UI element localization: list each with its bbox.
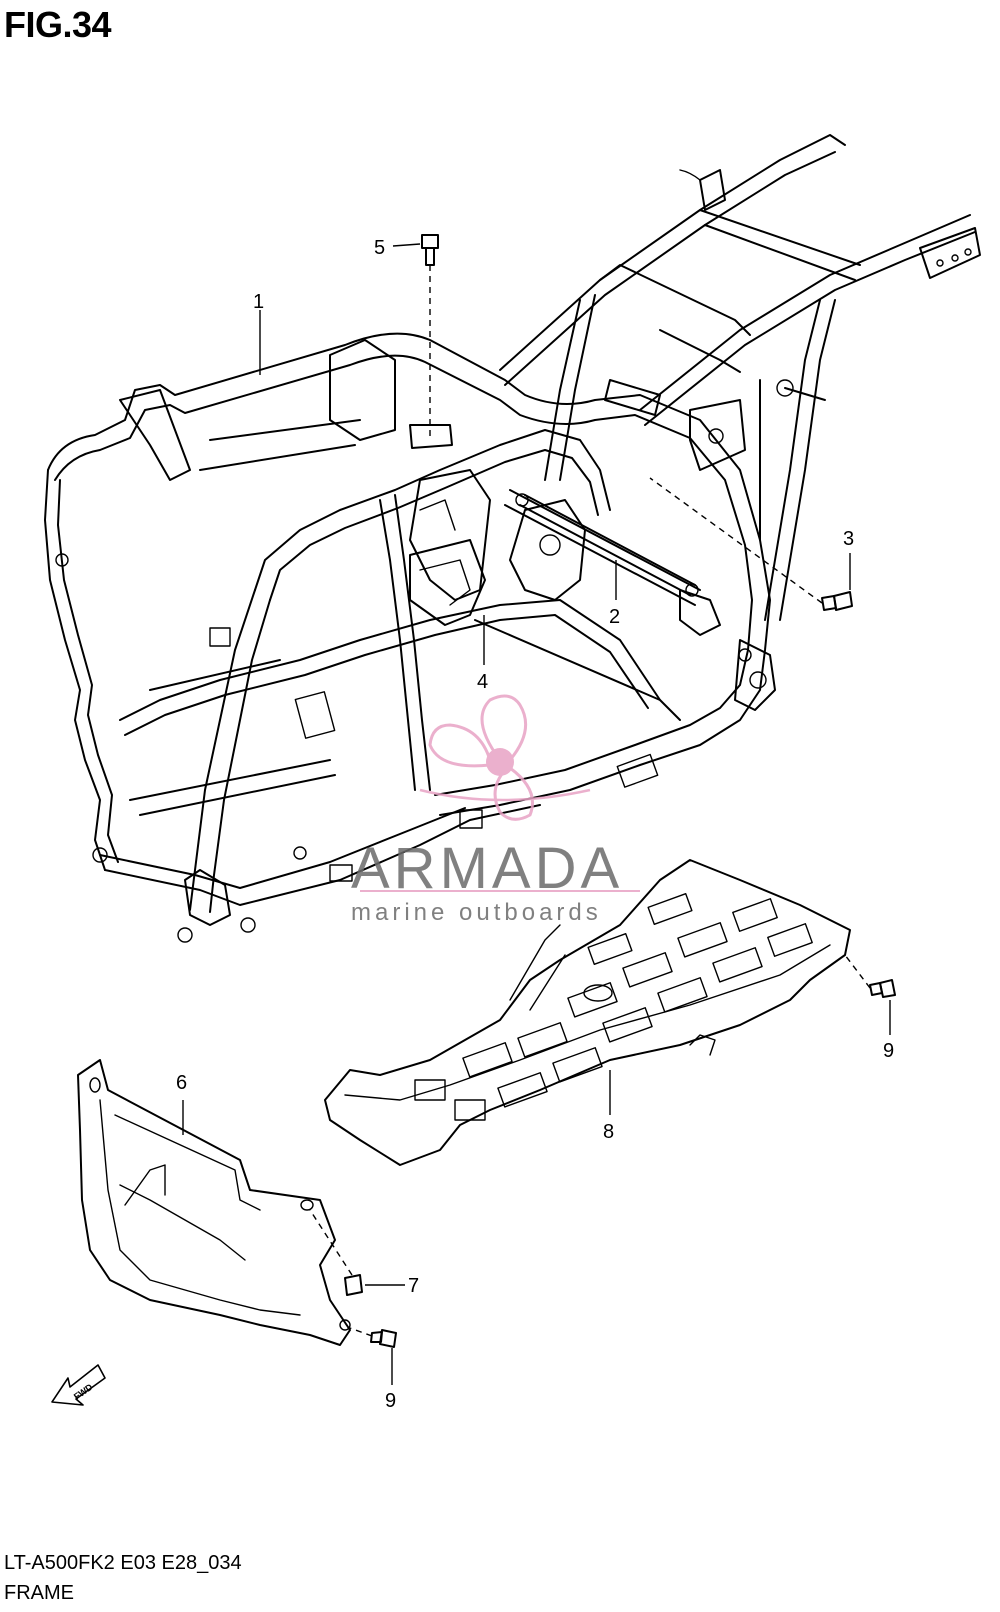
callout-6: 6	[176, 1072, 187, 1094]
callout-1: 1	[253, 291, 264, 313]
watermark: ARMADA marine outboards	[351, 694, 640, 926]
bolt-part-3	[649, 477, 853, 611]
callout-3: 3	[843, 528, 854, 550]
cross-member-part-2	[515, 493, 721, 636]
fwd-arrow-icon: FWD	[51, 1364, 106, 1406]
callout-labels: 1 5 2 3 4 6 7 8 9 9	[176, 237, 894, 1412]
fasteners	[309, 954, 896, 1348]
leader-lines	[182, 243, 891, 1385]
callout-4: 4	[477, 671, 488, 693]
bracket-part-4	[409, 499, 486, 626]
callout-2: 2	[609, 606, 620, 628]
callout-7: 7	[408, 1275, 419, 1297]
callout-8: 8	[603, 1121, 614, 1143]
skid-plate-part-8	[324, 859, 851, 1166]
callout-5: 5	[374, 237, 385, 259]
bolt-part-5	[409, 234, 453, 449]
figure-title: FIG.34	[4, 4, 112, 45]
propeller-logo-icon	[419, 694, 591, 821]
frame-assembly	[44, 332, 776, 943]
watermark-tagline: marine outboards	[351, 899, 602, 926]
front-guard-part-6	[77, 1059, 351, 1346]
rear-subframe	[499, 134, 981, 621]
callout-9-right: 9	[883, 1040, 894, 1062]
model-code: LT-A500FK2 E03 E28_034	[4, 1552, 242, 1574]
section-name: FRAME	[4, 1582, 74, 1604]
callout-9-lower: 9	[385, 1390, 396, 1412]
